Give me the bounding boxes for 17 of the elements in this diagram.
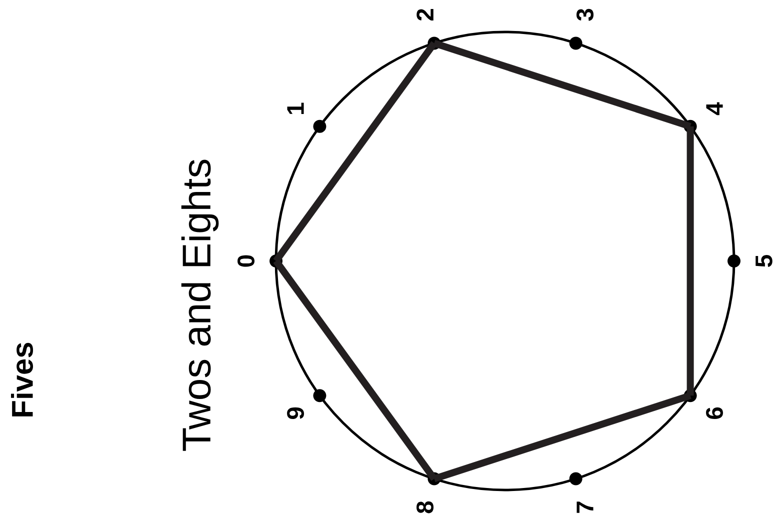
heading: Fives [11, 342, 34, 416]
polygon-side [433, 40, 692, 130]
number-label: 5 [756, 255, 772, 267]
title: Twos and Eights [181, 160, 219, 451]
number-label: 7 [576, 502, 594, 513]
number-label: 2 [416, 8, 434, 21]
number-label: 6 [706, 407, 723, 419]
number-label: 0 [238, 255, 254, 267]
polygon-side [686, 126, 694, 396]
polygon-side [273, 41, 438, 264]
number-label: 1 [287, 102, 304, 114]
polygon-side [433, 392, 692, 482]
polygon-side [273, 258, 438, 481]
number-label: 4 [706, 102, 723, 116]
number-label: 9 [287, 407, 304, 420]
number-label: 8 [416, 501, 434, 514]
number-label: 3 [576, 8, 594, 21]
